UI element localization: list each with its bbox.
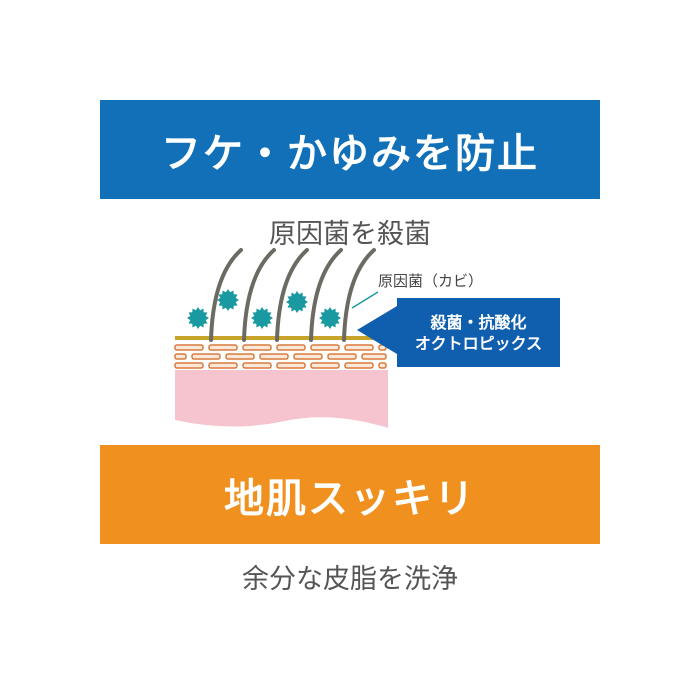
bottom-banner: 地肌スッキリ [100, 445, 600, 544]
top-banner-title: フケ・かゆみを防止 [161, 129, 539, 177]
skin-cell [344, 362, 374, 369]
skin-cell [242, 362, 272, 369]
bottom-subtitle: 余分な皮脂を洗浄 [242, 564, 458, 595]
skin-cell [174, 344, 204, 351]
skin-cell [208, 362, 238, 369]
skin-cell [259, 353, 289, 360]
arrow-icon [357, 306, 397, 354]
octopirox-callout: 殺菌・抗酸化 オクトロピックス [397, 298, 560, 367]
skin-cell [344, 344, 374, 351]
germ-icon [286, 291, 308, 313]
hair [275, 248, 309, 342]
germ-label: 原因菌（カビ） [378, 272, 484, 290]
skin-cell [174, 353, 187, 360]
skin-cell [293, 353, 323, 360]
hair [309, 248, 343, 342]
hair [242, 248, 276, 342]
top-banner: フケ・かゆみを防止 [100, 100, 600, 199]
germ-icon [217, 289, 239, 311]
skin-cell [225, 353, 255, 360]
germ-pointer-line [351, 291, 379, 309]
skin-cell [310, 362, 340, 369]
callout-line-2: オクトロピックス [414, 333, 543, 353]
callout-line-1: 殺菌・抗酸化 [430, 312, 527, 332]
skin-cell [378, 362, 387, 369]
skin-cell [191, 353, 221, 360]
skin-cell [242, 344, 272, 351]
germ-icon [187, 307, 209, 329]
skin-cell [310, 344, 340, 351]
skin-cells [174, 344, 387, 369]
hairs [209, 248, 376, 342]
skin-cell [276, 344, 306, 351]
top-subtitle: 原因菌を殺菌 [269, 219, 431, 250]
germ-icon [251, 307, 273, 329]
hair [209, 248, 243, 342]
skin-layer [175, 370, 388, 428]
germ-icon [319, 307, 341, 329]
skin-cell [361, 353, 387, 360]
skin-cell [208, 344, 238, 351]
sebum-line [175, 336, 388, 340]
bottom-banner-title: 地肌スッキリ [224, 474, 476, 522]
hair [342, 248, 376, 342]
skin-cell [174, 362, 204, 369]
germs [187, 289, 341, 329]
skin-cell [327, 353, 357, 360]
skin-cell [276, 362, 306, 369]
